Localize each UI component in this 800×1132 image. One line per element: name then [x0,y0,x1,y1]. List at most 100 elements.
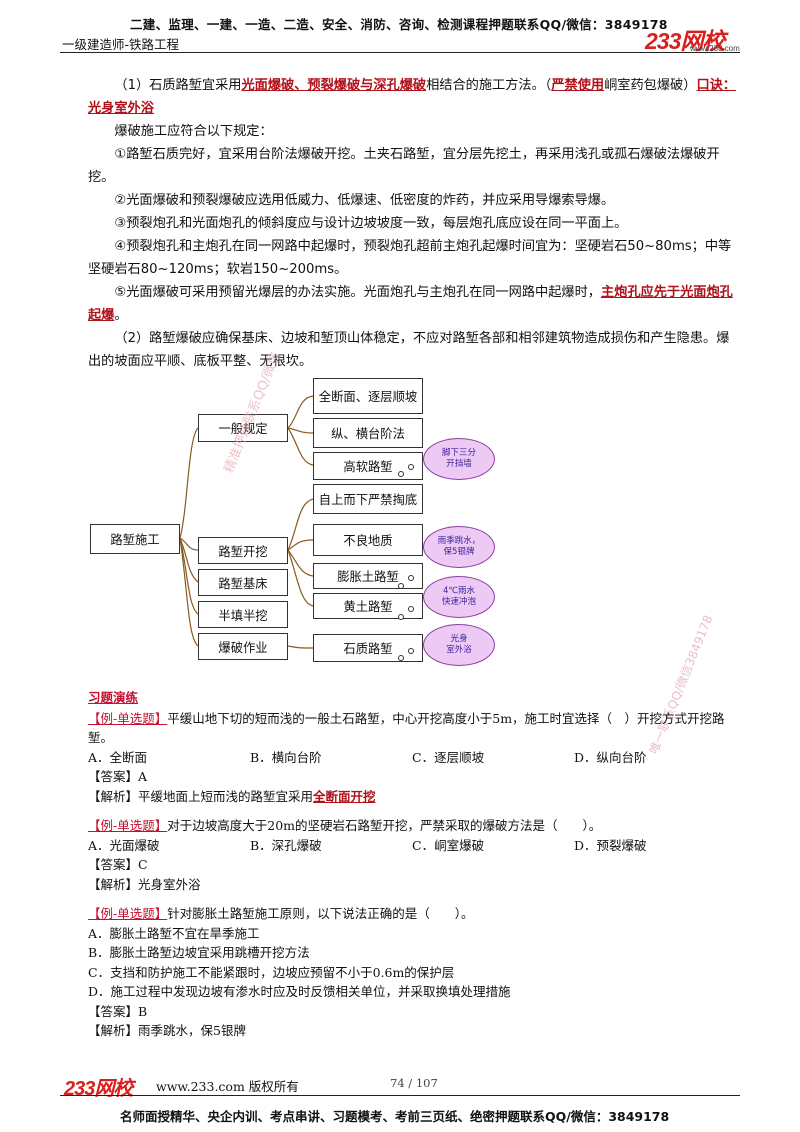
header-banner: 二建、监理、一建、一造、二造、安全、消防、咨询、检测课程押题联系QQ/微信：38… [130,17,668,32]
rule-3: ③预裂炮孔和光面炮孔的倾斜度应与设计边坡坡度一致，每层炮孔底应设在同一平面上。 [114,216,628,231]
note-connector-dot [408,648,414,654]
mnemonic-note-4: 光身室外浴 [423,624,495,666]
note-text: 保5银牌 [443,547,475,557]
question-stem: 【例-单选题】平缓山地下切的短而浅的一般土石路堑，中心开挖高度小于5m，施工时宜… [88,709,736,748]
connector-excavation-3 [287,549,314,577]
paragraph-1: （1）石质路堑宜采用光面爆破、预裂爆破与深孔爆破相结合的施工方法。（严禁使用峒室… [88,74,736,120]
rule-2: ②光面爆破和预裂爆破应选用低威力、低爆速、低密度的炸药，并应采用导爆索导爆。 [114,193,615,208]
mnemonic: 口诀：光身室外浴 [88,78,736,116]
analysis-text: 【解析】平缓地面上短而浅的路堑宜采用 [88,788,314,804]
connector-root-excavation [179,537,199,551]
note-text: 光身 [450,634,468,644]
connector-root-blasting [179,537,199,647]
root-node: 路堑施工 [90,524,180,554]
connector-root-subgrade [179,537,199,583]
brand-logo: 233网校 [645,28,725,54]
note-connector-dot [398,583,404,589]
option-a: A．膨胀土路堑不宜在旱季施工 [88,925,260,941]
key-point: 光面爆破、预裂爆破与深孔爆破 [241,78,427,93]
leaf-bench-method: 纵、横台阶法 [313,418,423,448]
option-b: B．横向台阶 [250,749,322,765]
option-c: C．峒室爆破 [412,837,485,853]
note-text: 脚下三分 [441,448,476,458]
note-text: 开挡墙 [446,459,472,469]
option-d: D．预裂爆破 [574,837,647,853]
note-text: 雨季跳水， [437,536,481,546]
analysis: 【解析】光身室外浴 [88,876,201,892]
rule-5: ⑤光面爆破可采用预留光爆层的办法实施。光面炮孔与主炮孔在同一网路中起爆时，主炮孔… [88,281,736,327]
page-number: 74 / 107 [390,1076,438,1090]
brand-logo-url: www.233.com [690,44,740,53]
question-3: 【例-单选题】针对膨胀土路堑施工原则，以下说法正确的是（ ）。 A．膨胀土路堑不… [88,904,736,1041]
note-text: 4℃雨水 [443,586,475,596]
connector-excavation-1 [287,498,314,551]
key-point: 严禁使用 [551,78,605,93]
question-text: 对于边坡高度大于20m的坚硬岩石路堑开挖，严禁采取的爆破方法是（ ）。 [167,818,602,833]
leaf-rock-cut: 石质路堑 [313,634,423,662]
footer-banner: 名师面授精华、央企内训、考点串讲、习题模考、考前三页纸、绝密押题联系QQ/微信：… [120,1109,670,1124]
option-d: D．纵向台阶 [574,749,647,765]
connector-root-general [179,427,199,539]
question-options: A．全断面 B．横向台阶 C．逐层顺坡 D．纵向台阶 [88,748,736,768]
connector-excavation-4 [287,549,314,607]
rule-4: ④预裂炮孔和主炮孔在同一网路中起爆时，预裂炮孔超前主炮孔起爆时间宜为：坚硬岩石5… [88,239,732,277]
question-tag: 【例-单选题】 [88,818,168,833]
note-text: 快速冲泡 [441,597,476,607]
option-a: A．全断面 [88,749,148,765]
question-tag: 【例-单选题】 [88,906,168,921]
mind-map: 路堑施工 一般规定 路堑开挖 路堑基床 半填半挖 爆破作业 全断面、逐层顺坡 纵… [88,350,728,678]
branch-half-fill: 半填半挖 [198,601,288,628]
option-c: C．支挡和防护施工不能紧跟时，边坡应预留不小于0.6m的保护层 [88,964,455,980]
connector-root-halffill [179,537,199,615]
note-text: 室外浴 [446,645,472,655]
footer-copyright: www.233.com 版权所有 [156,1079,299,1094]
main-text: （1）石质路堑宜采用光面爆破、预裂爆破与深孔爆破相结合的施工方法。（严禁使用峒室… [88,74,736,373]
question-options: A．光面爆破 B．深孔爆破 C．峒室爆破 D．预裂爆破 [88,836,736,856]
exercise-heading: 习题演练 [88,690,139,705]
note-connector-dot [408,575,414,581]
question-stem: 【例-单选题】对于边坡高度大于20m的坚硬岩石路堑开挖，严禁采取的爆破方法是（ … [88,816,736,836]
note-connector-dot [398,614,404,620]
leaf-top-down: 自上而下严禁掏底 [313,484,423,514]
connector-general-3 [287,427,314,466]
note-connector-dot [398,471,404,477]
answer: 【答案】A [88,769,148,784]
answer: 【答案】B [88,1003,148,1019]
analysis: 【解析】雨季跳水，保5银牌 [88,1023,246,1038]
option-b: B．膨胀土路堑边坡宜采用跳槽开挖方法 [88,945,310,960]
text-run: 相结合的施工方法。（ [426,78,552,93]
question-1: 【例-单选题】平缓山地下切的短而浅的一般土石路堑，中心开挖高度小于5m，施工时宜… [88,709,736,807]
paragraph-2: 爆破施工应符合以下规定： [114,124,273,139]
branch-blasting: 爆破作业 [198,633,288,660]
text-run: ⑤光面爆破可采用预留光爆层的办法实施。光面炮孔与主炮孔在同一网路中起爆时， [114,285,601,300]
text-run: （1）石质路堑宜采用 [114,78,242,93]
question-stem: 【例-单选题】针对膨胀土路堑施工原则，以下说法正确的是（ ）。 [88,904,736,924]
document-subtitle: 一级建造师-铁路工程 [62,37,180,52]
connector-general-1 [287,395,314,429]
key-point: 主炮孔应先于光面炮孔起爆 [88,285,733,323]
mnemonic-note-1: 脚下三分开挡墙 [423,438,495,480]
analysis: 【解析】平缓地面上短而浅的路堑宜采用全断面开挖 [88,787,736,807]
answer: 【答案】C [88,857,148,872]
exercise-section: 习题演练 【例-单选题】平缓山地下切的短而浅的一般土石路堑，中心开挖高度小于5m… [88,688,736,1041]
option-c: C．逐层顺坡 [412,749,485,765]
question-2: 【例-单选题】对于边坡高度大于20m的坚硬岩石路堑开挖，严禁采取的爆破方法是（ … [88,816,736,894]
note-connector-dot [408,606,414,612]
question-text: 平缓山地下切的短而浅的一般土石路堑，中心开挖高度小于5m，施工时宜选择（ ）开挖… [88,710,725,746]
option-d: D．施工过程中发现边坡有渗水时应及时反馈相关单位，并采取换填处理措施 [88,984,511,999]
branch-excavation: 路堑开挖 [198,537,288,564]
paragraph-3: （2）路堑爆破应确保基床、边坡和堑顶山体稳定，不应对路堑各部和相邻建筑物造成损伤… [88,331,730,369]
analysis-key: 全断面开挖 [313,788,376,804]
leaf-loess: 黄土路堑 [313,593,423,619]
header-divider [60,52,740,53]
mind-map-connectors [179,395,314,649]
branch-general: 一般规定 [198,414,288,442]
branch-subgrade: 路堑基床 [198,569,288,596]
leaf-expansive-soil: 膨胀土路堑 [313,563,423,589]
leaf-high-soft-cut: 高软路堑 [313,452,423,480]
connector-general-2 [287,427,314,434]
question-text: 针对膨胀土路堑施工原则，以下说法正确的是（ ）。 [167,906,474,921]
question-tag: 【例-单选题】 [88,710,168,726]
note-connector-dot [398,655,404,661]
leaf-bad-geology: 不良地质 [313,524,423,556]
